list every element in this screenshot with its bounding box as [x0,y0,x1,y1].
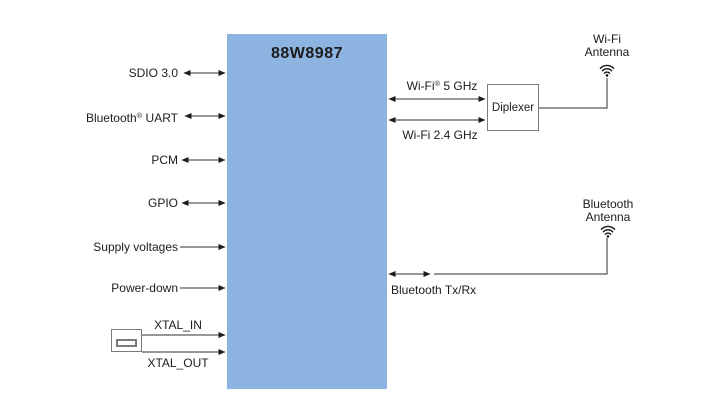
port-label-supply-voltages: Supply voltages [93,240,178,254]
diplexer-label: Diplexer [491,101,535,114]
bluetooth-antenna-label-line2: Antenna [585,210,631,224]
bluetooth-txrx-to-antenna-wire [434,238,608,275]
port-label-sdio: SDIO 3.0 [128,66,178,80]
crystal-oscillator-icon [111,329,142,352]
wifi5-text-post: 5 GHz [440,79,478,93]
bluetooth-antenna-label-line1: Bluetooth [582,197,634,211]
port-label-pcm: PCM [151,153,178,167]
wifi-antenna-label-line2: Antenna [584,45,630,59]
wifi-antenna-label-line1: Wi-Fi [593,32,621,46]
wifi5-text: Wi-Fi [406,79,435,93]
port-label-xtal-in: XTAL_IN [154,318,202,332]
port-label-gpio: GPIO [147,196,178,210]
bluetooth-antenna-label: Bluetooth Antenna [558,198,658,224]
wifi-antenna-icon [599,64,615,77]
bluetooth-txrx-label: Bluetooth Tx/Rx [391,283,477,297]
port-label-xtal-out: XTAL_OUT [147,356,209,370]
chip-title: 88W8987 [271,45,343,62]
wifi-5ghz-label: Wi-Fi® 5 GHz [387,76,497,94]
bluetooth-uart-text: Bluetooth [85,111,137,125]
registered-mark: ® [434,79,441,88]
bluetooth-uart-text-post: UART [142,111,178,125]
chip-block-88w8987 [227,34,387,389]
wifi-24ghz-label: Wi-Fi 2.4 GHz [402,128,478,142]
diplexer-to-wifi-antenna-wire [539,78,608,109]
crystal-oscillator-inner [116,339,137,347]
diplexer-block: Diplexer [487,84,539,131]
registered-mark: ® [136,111,143,120]
port-label-bluetooth-uart: Bluetooth® UART [0,108,178,126]
wifi-antenna-label: Wi-Fi Antenna [557,33,657,59]
bluetooth-antenna-icon [600,225,616,238]
port-label-power-down: Power-down [111,281,178,295]
